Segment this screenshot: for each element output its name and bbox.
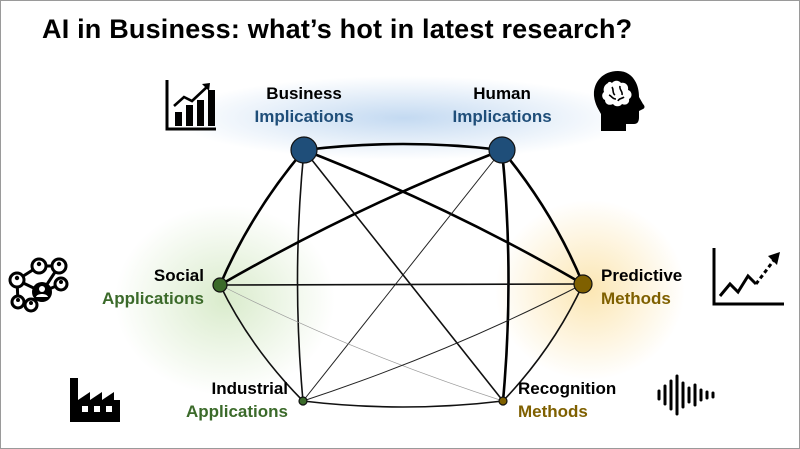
node-group (212, 136, 593, 406)
edge-human-social (219, 148, 503, 287)
node-label-business-line2: Implications (254, 107, 354, 126)
node-label-human-line1: Human (473, 84, 531, 103)
edge-business-human (303, 142, 503, 152)
node-industrial (298, 396, 308, 406)
node-label-social-line1: Social (153, 266, 204, 285)
edge-social-recognition (219, 284, 504, 402)
node-label-industrial-line2: Applications (185, 402, 288, 421)
node-social (212, 277, 228, 293)
background-glows (115, 76, 685, 395)
edge-human-industrial (302, 149, 503, 402)
edge-business-predictive (303, 148, 584, 286)
node-label-industrial-line1: Industrial (211, 379, 288, 398)
edge-social-predictive (219, 283, 584, 286)
node-label-predictive: Predictive Methods (601, 264, 682, 310)
node-label-recognition-line1: Recognition (518, 379, 617, 398)
node-label-human: Human Implications (453, 82, 552, 128)
bar-chart-icon (165, 80, 216, 131)
brain-head-icon (593, 71, 645, 131)
node-label-recognition: Recognition Methods (518, 377, 616, 423)
edge-group (218, 142, 585, 408)
network-icon (8, 257, 69, 313)
edge-predictive-industrial (302, 283, 584, 402)
edge-human-recognition (500, 149, 510, 402)
node-label-social: Social Applications (102, 264, 204, 310)
soundwave-icon (657, 374, 715, 416)
node-recognition (498, 396, 508, 406)
node-label-business-line1: Business (266, 84, 342, 103)
node-label-industrial: Industrial Applications (186, 377, 288, 423)
node-business (290, 136, 318, 164)
node-label-predictive-line2: Methods (601, 289, 671, 308)
node-label-social-line2: Applications (101, 289, 204, 308)
node-label-predictive-line1: Predictive (601, 266, 683, 285)
edge-industrial-recognition (302, 400, 504, 408)
edge-human-predictive (500, 149, 585, 285)
node-label-business: Business Implications (255, 82, 354, 128)
edge-business-industrial (296, 149, 305, 402)
page-title: AI in Business: what’s hot in latest res… (42, 14, 633, 44)
edge-business-social (218, 149, 305, 286)
edge-social-industrial (219, 284, 304, 402)
edge-predictive-recognition (502, 283, 584, 402)
trend-chart-icon (712, 248, 784, 306)
node-human (488, 136, 516, 164)
node-label-recognition-line2: Methods (518, 402, 588, 421)
node-predictive (573, 274, 593, 294)
factory-icon (70, 378, 120, 422)
node-label-human-line2: Implications (452, 107, 552, 126)
edge-business-recognition (303, 149, 504, 402)
